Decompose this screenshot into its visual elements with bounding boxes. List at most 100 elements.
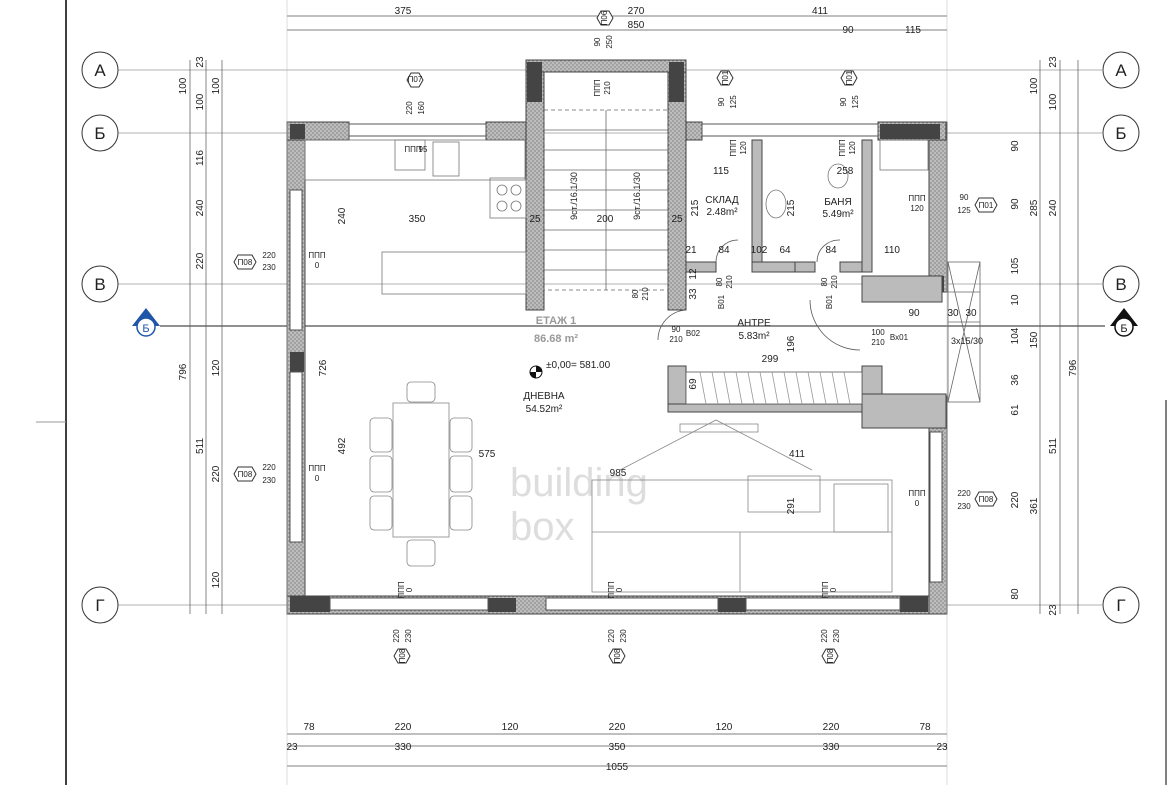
svg-text:796: 796 (1068, 359, 1079, 376)
svg-text:285: 285 (1029, 199, 1040, 216)
svg-text:ППП: ППП (607, 581, 616, 599)
svg-text:110: 110 (884, 245, 900, 256)
svg-text:0: 0 (829, 587, 838, 592)
svg-text:100: 100 (178, 77, 189, 94)
svg-text:120: 120 (716, 722, 733, 733)
svg-text:100: 100 (1029, 77, 1040, 94)
svg-text:220: 220 (820, 629, 829, 643)
floor-area: 86.68 m² (534, 333, 578, 345)
svg-text:230: 230 (832, 629, 841, 643)
svg-text:210: 210 (871, 338, 885, 347)
dimension-lines (189, 0, 1079, 785)
svg-text:ППП: ППП (908, 194, 926, 203)
svg-text:ППП: ППП (908, 489, 926, 498)
svg-text:200: 200 (597, 214, 614, 225)
svg-text:330: 330 (823, 742, 840, 753)
watermark: building box (510, 461, 648, 549)
floor-name: ЕТАЖ 1 (536, 315, 576, 327)
svg-text:0: 0 (615, 587, 624, 592)
svg-text:125: 125 (851, 95, 860, 109)
svg-text:985: 985 (610, 468, 627, 479)
room-living-name: ДНЕВНА (523, 391, 565, 402)
svg-text:78: 78 (919, 722, 931, 733)
svg-text:575: 575 (479, 449, 496, 460)
svg-text:240: 240 (337, 207, 348, 224)
svg-text:П08: П08 (826, 648, 835, 663)
svg-text:П01: П01 (845, 70, 854, 85)
svg-text:160: 160 (417, 101, 426, 115)
svg-text:П01: П01 (979, 201, 994, 210)
dimension-texts-left: 796 100 116 220 511 23 100 240 100 726 1… (178, 56, 348, 588)
svg-text:726: 726 (318, 359, 329, 376)
axis-label-a-left: А (94, 61, 106, 80)
svg-text:90: 90 (672, 325, 681, 334)
svg-text:12: 12 (688, 268, 699, 280)
bath-fixtures (765, 139, 929, 219)
svg-text:230: 230 (957, 502, 971, 511)
living-furniture (591, 419, 893, 593)
svg-text:270: 270 (628, 6, 645, 17)
staircase (543, 109, 669, 291)
svg-text:90: 90 (1010, 198, 1021, 210)
svg-text:90: 90 (1010, 140, 1021, 152)
svg-text:ППП: ППП (397, 581, 406, 599)
svg-text:80: 80 (631, 289, 640, 298)
svg-text:0: 0 (315, 474, 320, 483)
svg-text:250: 250 (605, 35, 614, 49)
svg-text:796: 796 (178, 363, 189, 380)
tag-p08-right: П08 220 230 (957, 489, 998, 511)
svg-text:196: 196 (786, 335, 797, 352)
svg-text:В02: В02 (686, 329, 701, 338)
svg-text:104: 104 (1010, 327, 1021, 344)
svg-text:105: 105 (1010, 257, 1021, 274)
section-label-left: Б (142, 323, 149, 335)
axis-label-g-left: Г (95, 596, 104, 615)
svg-text:220: 220 (262, 251, 276, 260)
svg-text:30: 30 (965, 308, 977, 319)
svg-text:115: 115 (713, 166, 729, 177)
svg-text:П07: П07 (408, 75, 423, 84)
svg-text:116: 116 (195, 150, 206, 166)
svg-text:299: 299 (762, 354, 779, 365)
svg-text:П01: П01 (721, 70, 730, 85)
svg-text:33: 33 (688, 288, 699, 300)
svg-text:125: 125 (729, 95, 738, 109)
svg-text:350: 350 (609, 742, 626, 753)
section-marker-left: Б (132, 308, 160, 337)
svg-text:120: 120 (848, 141, 857, 155)
svg-text:0: 0 (915, 499, 920, 508)
svg-text:Вх01: Вх01 (890, 333, 909, 342)
svg-text:411: 411 (812, 6, 828, 17)
svg-text:В01: В01 (717, 294, 726, 309)
svg-text:23: 23 (1048, 56, 1059, 68)
section-marker-right: Б (1110, 308, 1138, 337)
svg-text:220: 220 (957, 489, 971, 498)
dining-table (369, 381, 473, 567)
svg-text:1055: 1055 (606, 762, 629, 773)
svg-text:100: 100 (1048, 93, 1059, 110)
svg-text:90: 90 (839, 97, 848, 106)
svg-text:90: 90 (960, 193, 969, 202)
svg-text:120: 120 (910, 204, 924, 213)
svg-text:ППП: ППП (593, 79, 602, 97)
svg-text:23: 23 (286, 742, 298, 753)
svg-text:0: 0 (315, 261, 320, 270)
level-text: ±0,00= 581.00 (546, 360, 611, 371)
svg-text:100: 100 (195, 93, 206, 110)
svg-text:220: 220 (1010, 491, 1021, 508)
svg-text:511: 511 (1048, 438, 1059, 454)
svg-text:П08: П08 (979, 495, 994, 504)
svg-text:220: 220 (195, 252, 206, 269)
svg-text:П08: П08 (238, 258, 253, 267)
svg-text:90: 90 (842, 25, 854, 36)
svg-text:230: 230 (262, 263, 276, 272)
svg-text:ППП: ППП (821, 581, 830, 599)
svg-text:220: 220 (395, 722, 412, 733)
svg-text:25: 25 (529, 214, 541, 225)
